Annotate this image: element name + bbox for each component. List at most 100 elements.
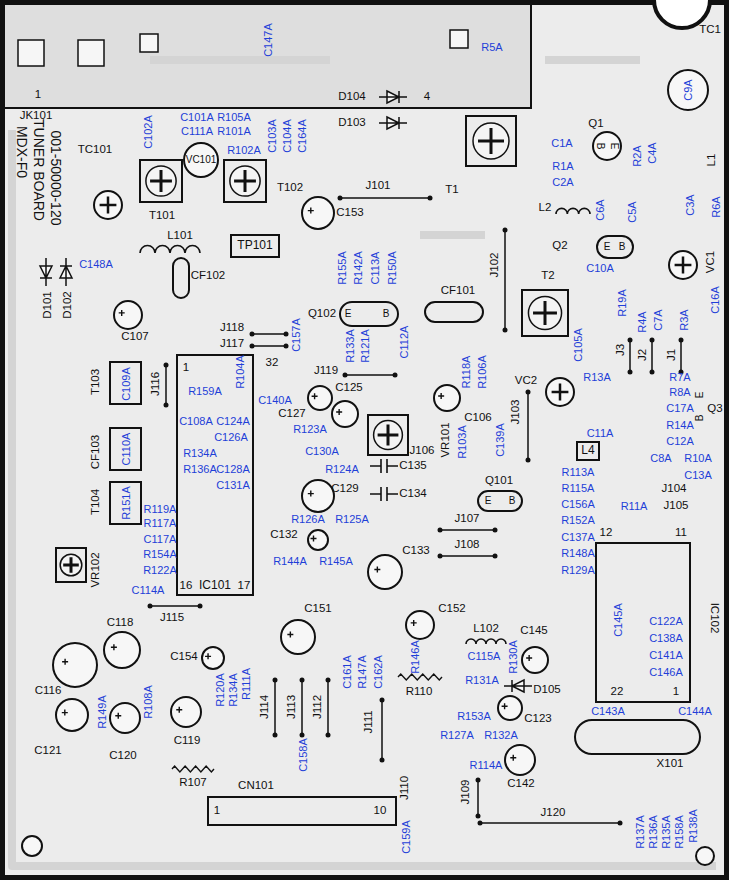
silkscreen-text: 1: [673, 686, 679, 698]
jack-pad: [140, 34, 158, 52]
component-ref: C137A: [561, 532, 595, 543]
component-ref: C140A: [258, 395, 292, 406]
silkscreen-text: T102: [277, 182, 303, 194]
silkscreen-text: C142: [507, 778, 535, 790]
polarity-mark: [176, 707, 182, 713]
polarity-mark: [374, 566, 380, 572]
component-ref: R5A: [481, 42, 502, 53]
component-ref: R119A: [144, 504, 177, 515]
polarity-mark: [119, 310, 125, 316]
jumper-pad: [273, 733, 278, 738]
component-ref: R129A: [561, 565, 595, 576]
component-ref: R126A: [291, 514, 325, 525]
silkscreen-text: J118: [220, 322, 244, 334]
silkscreen-text: J108: [455, 539, 480, 551]
component-ref: R108A: [143, 685, 154, 719]
silkscreen-text: E: [695, 392, 705, 399]
component-ref: C157A: [291, 318, 302, 352]
jack-pad: [450, 30, 468, 48]
silkscreen-text: T2: [541, 270, 554, 282]
silkscreen-text: C133: [402, 545, 430, 557]
part-box: TP101: [230, 234, 279, 258]
component-ref: C138A: [649, 633, 683, 644]
shield-area: [5, 5, 531, 108]
component-ref: R118A: [461, 356, 472, 389]
part-outline: [340, 302, 398, 326]
silkscreen-text: VC2: [515, 375, 537, 387]
component-ref: C143A: [591, 706, 625, 717]
component-ref: C13A: [684, 470, 712, 481]
component-ref: C111A: [181, 126, 213, 137]
jumper-pad: [438, 528, 443, 533]
component-ref: R135A: [661, 815, 672, 849]
silkscreen-text: CF102: [191, 270, 226, 282]
component-ref: C117A: [144, 534, 177, 545]
component-ref: R10A: [684, 453, 712, 464]
polarity-mark: [411, 620, 417, 626]
component-ref: C7A: [653, 309, 664, 330]
silkscreen-text: L1: [706, 154, 718, 167]
jumper-wire: [440, 555, 495, 557]
part-outline: [110, 482, 141, 524]
jumper-pad: [164, 363, 169, 368]
silkscreen-text: R110: [406, 686, 433, 698]
adjust-knob: [528, 296, 561, 329]
part-outline: [597, 236, 633, 258]
part-designator: L4: [581, 444, 594, 457]
capacitor-outline: [281, 620, 315, 654]
silkscreen-text: E: [485, 496, 492, 506]
component-ref: R148A: [561, 548, 595, 559]
component-ref: R106A: [477, 355, 488, 389]
capacitor-outline: [302, 480, 334, 512]
silkscreen-text: J104: [662, 483, 687, 495]
component-ref: R101A: [217, 126, 251, 137]
silkscreen-text: L101: [167, 230, 193, 242]
jumper-pad: [438, 554, 443, 559]
component-ref: R3A: [679, 309, 690, 330]
adjust-knob: [146, 166, 176, 196]
component-ref: R11A: [621, 501, 648, 512]
silkscreen-text: B: [383, 309, 390, 319]
component-ref: R103A: [457, 425, 468, 459]
capacitor-outline: [94, 191, 122, 219]
silkscreen-text: VC101: [186, 155, 217, 165]
jumper-pad: [476, 778, 481, 783]
silkscreen-text: VR101: [440, 422, 452, 457]
silkscreen-text: J116: [150, 372, 162, 396]
component-ref: C17A: [666, 403, 694, 414]
silkscreen-text: E: [345, 309, 352, 319]
jumper-wire: [252, 345, 286, 347]
diode-symbol: [504, 680, 532, 692]
silkscreen-text: 22: [611, 686, 624, 698]
inductor-symbol: [140, 246, 200, 254]
knob-cross: [234, 170, 256, 192]
jumper-pad: [393, 373, 398, 378]
copper-trace: [12, 130, 716, 866]
component-ref: R124A: [325, 464, 359, 475]
jumper-wire: [340, 197, 430, 199]
component-ref: C103A: [267, 119, 278, 153]
component-ref: R149A: [97, 695, 108, 729]
silkscreen-text: C127: [278, 408, 306, 420]
silkscreen-text: C121: [34, 745, 62, 757]
part-outline: [368, 415, 408, 455]
component-ref: R125A: [335, 514, 369, 525]
component-ref: C164A: [297, 119, 308, 153]
component-ref: C141A: [649, 650, 683, 661]
jumper-wire: [165, 365, 167, 405]
silkscreen-text: J1: [666, 349, 678, 361]
polarity-mark: [311, 536, 317, 542]
silkscreen-text: D102: [62, 291, 74, 319]
component-ref: C158A: [298, 738, 309, 772]
component-ref: R8A: [669, 387, 690, 398]
ceramic-capacitor: [370, 459, 398, 473]
component-ref: C9A: [683, 79, 694, 100]
component-ref: C146A: [649, 667, 683, 678]
polarity-mark: [526, 655, 532, 661]
component-ref: C105A: [573, 328, 584, 362]
part-outline: [466, 116, 516, 166]
